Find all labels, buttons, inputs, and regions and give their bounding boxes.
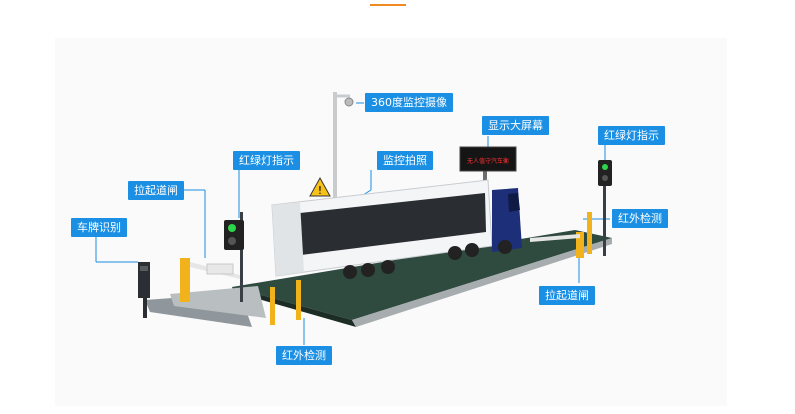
callout-infrared-right: 红外检测 [612, 209, 668, 228]
trailer-stripe [300, 193, 486, 255]
weighbridge-platform [232, 230, 612, 320]
top-accent-bar [370, 4, 406, 6]
svg-text:!: ! [318, 184, 322, 197]
red-light-icon [228, 237, 236, 245]
truck-wheel [448, 246, 462, 260]
cab-window [508, 193, 520, 212]
right-barrier-post [576, 232, 584, 258]
led-display-screen [459, 146, 517, 172]
green-light-icon [228, 224, 236, 232]
truck-wheel [343, 265, 357, 279]
platform-edge [232, 287, 356, 327]
callout-360-camera: 360度监控摄像 [365, 93, 453, 112]
red-light-icon [602, 175, 608, 181]
plate-camera-post [143, 298, 147, 318]
truck-wheel [361, 263, 375, 277]
right-traffic-light-housing [598, 160, 612, 186]
green-light-icon [602, 164, 608, 170]
left-barrier-housing [206, 263, 234, 275]
truck-wheel [465, 243, 479, 257]
dome-camera-icon [344, 97, 354, 107]
right-barrier-arm [530, 234, 580, 242]
trailer-rear [272, 202, 304, 276]
callout-traffic-light-right: 红绿灯指示 [598, 126, 665, 145]
platform-side-rail [352, 238, 612, 327]
callout-infrared-bottom: 红外检测 [276, 346, 332, 365]
truck-wheel [498, 240, 512, 254]
left-barrier-post [180, 258, 190, 302]
callout-display-screen: 显示大屏幕 [482, 116, 549, 135]
warning-sign-icon [309, 176, 331, 197]
infrared-post-right [587, 212, 592, 254]
camera-pole [333, 92, 337, 262]
callout-barrier-gate-left: 拉起道闸 [128, 181, 184, 200]
right-traffic-light-pole [603, 168, 606, 256]
left-traffic-light-pole [240, 212, 243, 302]
callout-monitor-capture: 监控拍照 [377, 151, 433, 170]
led-display-text: 无人值守汽车衡 [467, 157, 509, 165]
callout-plate-recognition: 车牌识别 [71, 218, 127, 237]
plate-camera-icon [140, 266, 148, 271]
callout-traffic-light-left: 红绿灯指示 [233, 151, 300, 170]
infrared-post-center [296, 280, 301, 320]
truck-wheel [381, 260, 395, 274]
infrared-post-left [270, 287, 275, 325]
left-traffic-light-housing [224, 220, 244, 250]
callout-barrier-gate-right: 拉起道闸 [539, 286, 595, 305]
